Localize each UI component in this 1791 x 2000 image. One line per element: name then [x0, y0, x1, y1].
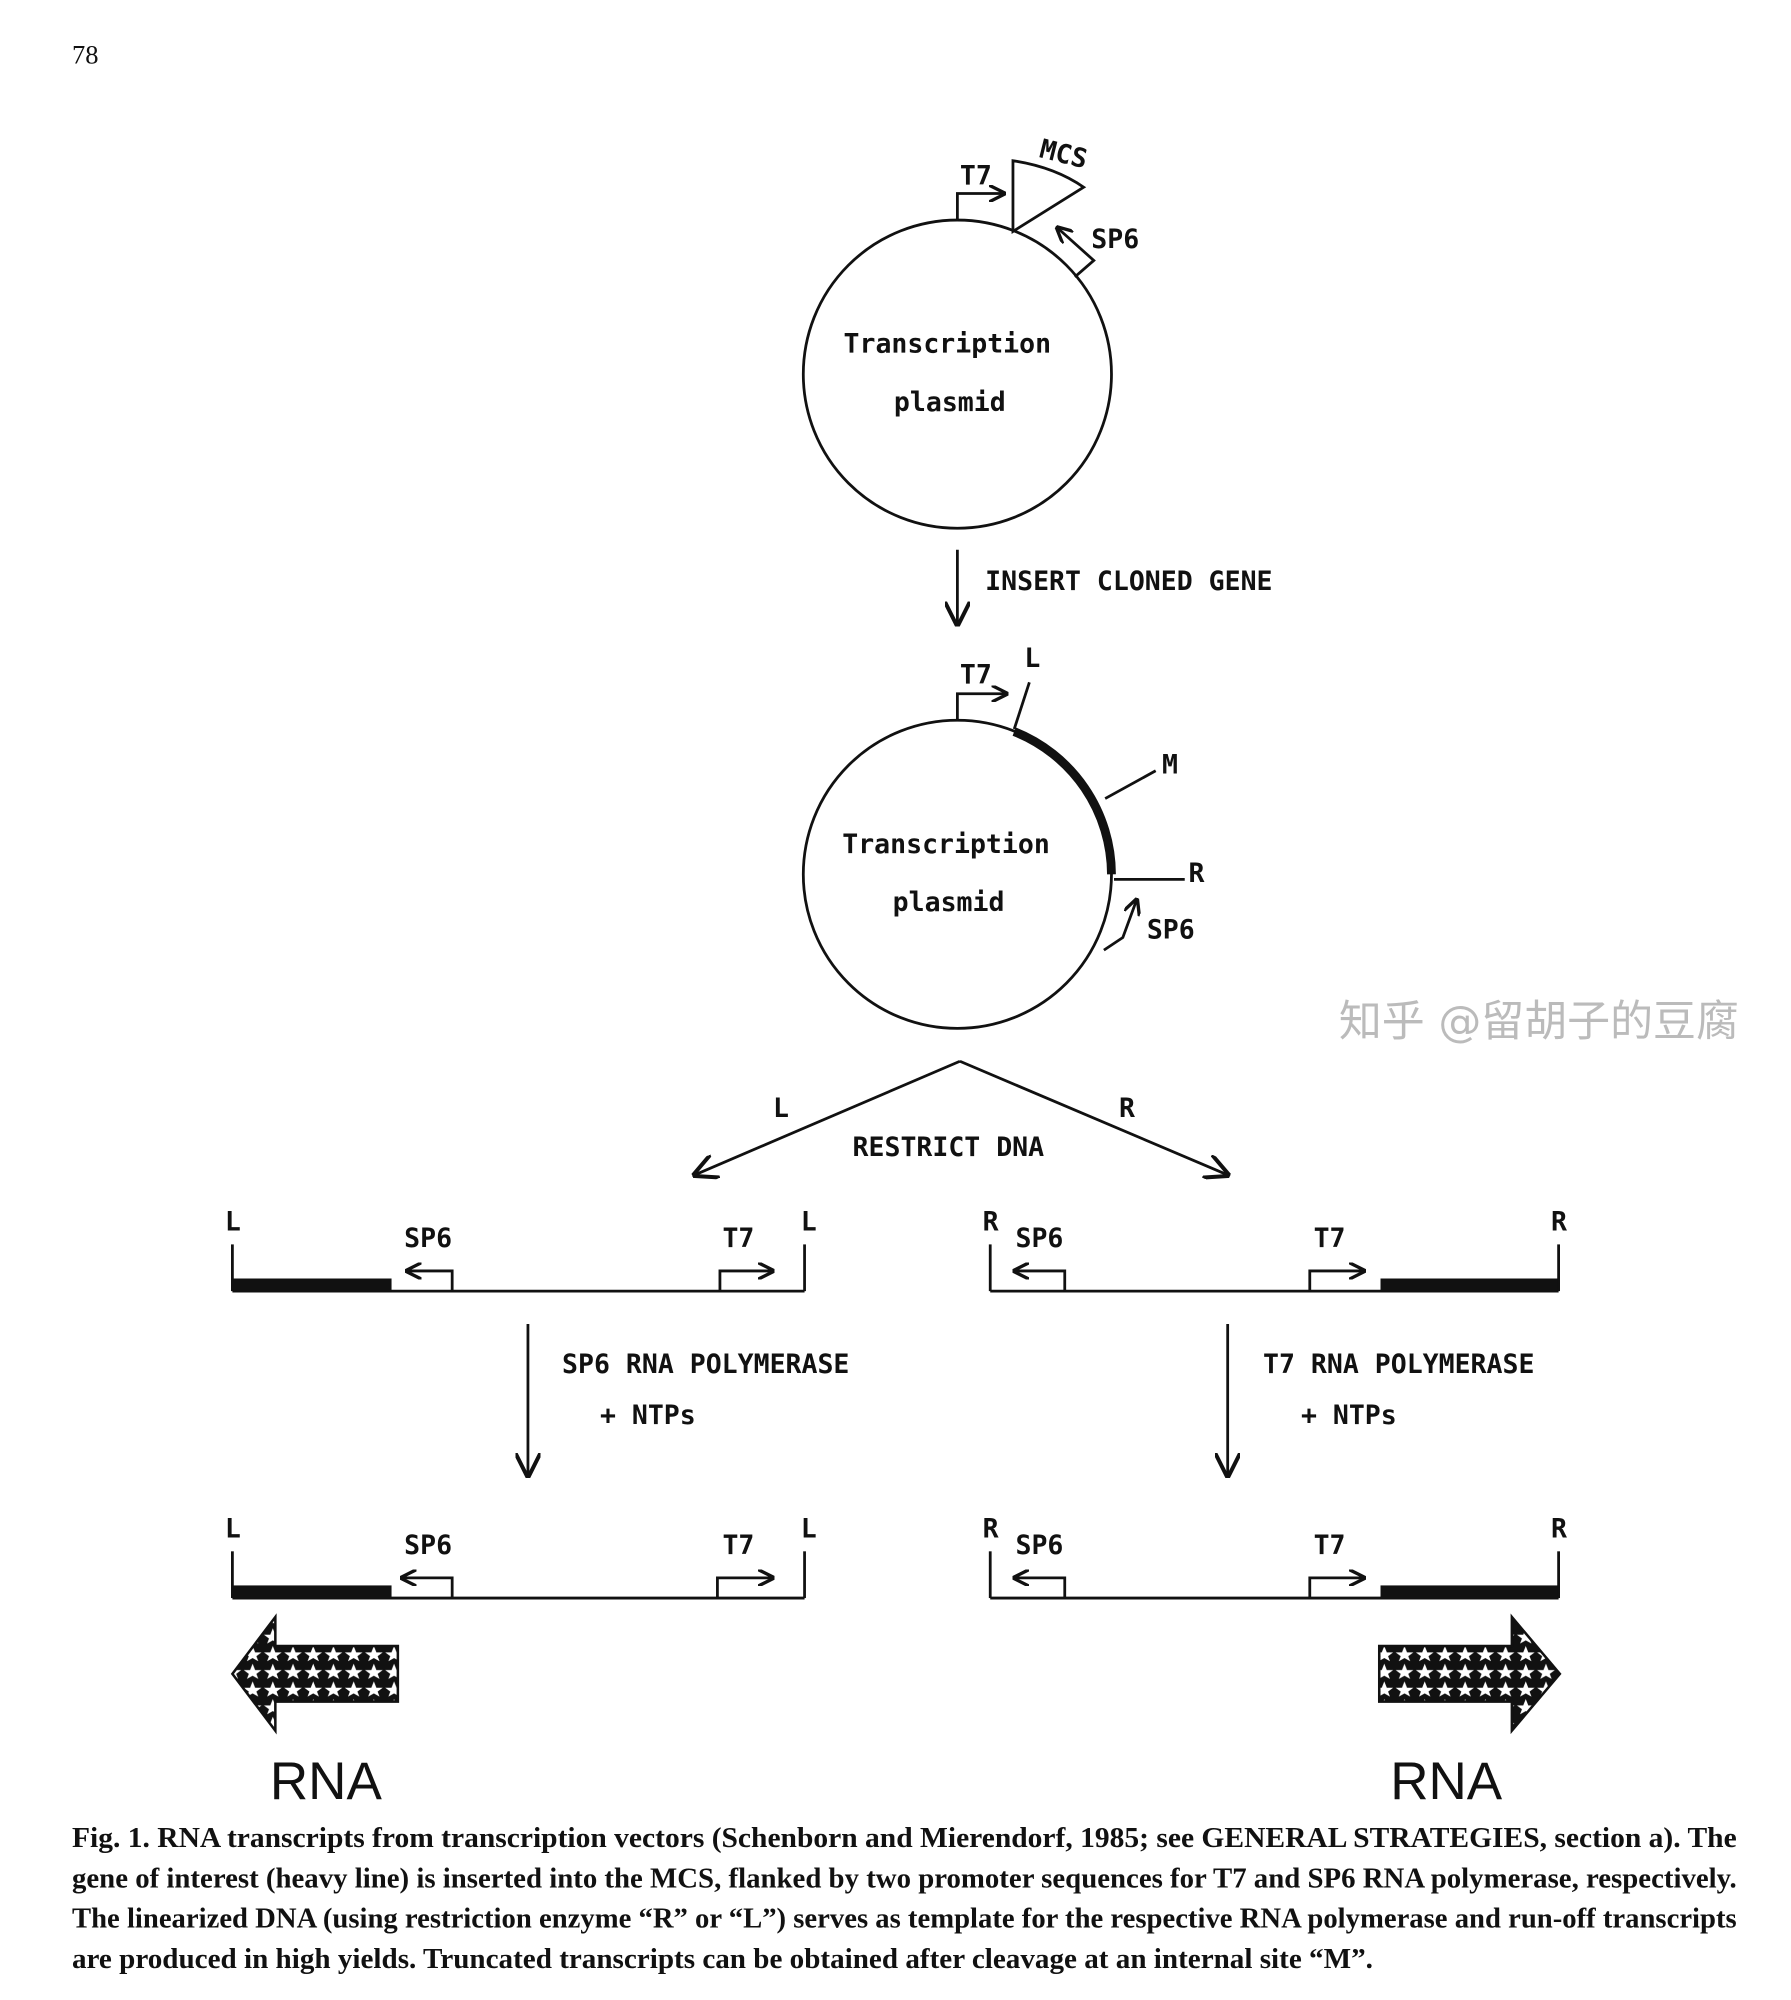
- t7-label: T7: [960, 660, 992, 691]
- sp6-label: SP6: [404, 1223, 452, 1254]
- site-l-label: L: [1024, 643, 1040, 674]
- sp6-label: SP6: [1015, 1530, 1063, 1561]
- plasmid-label-line1: Transcription: [844, 329, 1052, 360]
- gene-heavy-line: [232, 1585, 392, 1599]
- page-number: 78: [72, 39, 99, 69]
- cloned-gene-heavy-line: [1012, 727, 1116, 875]
- end-label: R: [1551, 1513, 1567, 1544]
- rna-label: RNA: [1390, 1752, 1503, 1811]
- site-m-tick: [1104, 769, 1157, 800]
- ntps-label: + NTPs: [600, 1400, 696, 1431]
- t7-promoter-arrow-icon: [718, 1271, 773, 1292]
- right-linear-template: R R SP6 T7: [983, 1207, 1567, 1293]
- plasmid-label-line2: plasmid: [893, 887, 1005, 918]
- rna-transcript-arrow-icon: [1377, 1613, 1562, 1735]
- end-label: L: [801, 1513, 817, 1544]
- gene-heavy-line: [232, 1278, 392, 1292]
- caption-line: are produced in high yields. Truncated t…: [72, 1944, 1373, 1975]
- sp6-promoter-arrow-icon: [1057, 228, 1096, 278]
- t7-label: T7: [960, 161, 992, 192]
- sp6-promoter-arrow-icon: [1014, 1271, 1067, 1292]
- restrict-label: RESTRICT DNA: [853, 1132, 1045, 1163]
- t7-promoter-arrow-icon: [1308, 1271, 1364, 1292]
- insert-gene-label: INSERT CLONED GENE: [985, 566, 1272, 597]
- site-l-tick: [1012, 681, 1031, 730]
- plasmid-1: T7 MCS SP6 Transcription plasmid: [801, 134, 1139, 530]
- restrict-right-label: R: [1119, 1093, 1135, 1124]
- watermark: 知乎 @留胡子的豆腐: [1339, 997, 1739, 1047]
- rna-transcript-arrow-icon: [230, 1613, 400, 1735]
- restrict-left-label: L: [773, 1093, 789, 1124]
- left-linear-product: L L SP6 T7 RNA: [225, 1513, 817, 1810]
- plasmid-2: T7 L M R SP6 Transcription plasmid: [801, 643, 1205, 1030]
- ntps-label: + NTPs: [1301, 1400, 1397, 1431]
- t7-label: T7: [1314, 1223, 1346, 1254]
- sp6-promoter-arrow-icon: [402, 1578, 454, 1599]
- sp6-polymerase-label: SP6 RNA POLYMERASE: [562, 1349, 849, 1380]
- gene-heavy-line: [1380, 1278, 1559, 1292]
- sp6-label: SP6: [1147, 915, 1195, 946]
- plasmid-label-line1: Transcription: [842, 829, 1050, 860]
- end-label: R: [983, 1513, 999, 1544]
- restrict-right-arrow-icon: [959, 1059, 1228, 1175]
- sp6-promoter-arrow-icon: [407, 1271, 454, 1292]
- sp6-label: SP6: [1015, 1223, 1063, 1254]
- end-label: L: [225, 1207, 241, 1238]
- end-label: R: [983, 1207, 999, 1238]
- right-linear-product: R R SP6 T7 RNA: [983, 1513, 1567, 1810]
- t7-label: T7: [722, 1530, 754, 1561]
- t7-promoter-arrow-icon: [716, 1578, 773, 1599]
- site-r-label: R: [1189, 858, 1205, 889]
- sp6-label: SP6: [404, 1530, 452, 1561]
- sp6-label: SP6: [1091, 224, 1139, 255]
- gene-heavy-line: [1380, 1585, 1559, 1599]
- t7-label: T7: [722, 1223, 754, 1254]
- restrict-left-arrow-icon: [695, 1059, 961, 1175]
- caption-line: gene of interest (heavy line) is inserte…: [72, 1863, 1737, 1894]
- end-label: R: [1551, 1207, 1567, 1238]
- figure-caption: Fig. 1. RNA transcripts from transcripti…: [72, 1823, 1737, 1975]
- plasmid-label-line2: plasmid: [894, 387, 1006, 418]
- t7-polymerase-label: T7 RNA POLYMERASE: [1263, 1349, 1534, 1380]
- caption-line: The linearized DNA (using restriction en…: [72, 1904, 1737, 1935]
- t7-promoter-arrow-icon: [1308, 1578, 1364, 1599]
- mcs-triangle: [1011, 159, 1087, 234]
- sp6-promoter-arrow-icon: [1014, 1578, 1067, 1599]
- end-label: L: [225, 1513, 241, 1544]
- left-linear-template: L L SP6 T7: [225, 1207, 817, 1293]
- t7-promoter-arrow-icon: [955, 694, 1006, 722]
- t7-promoter-arrow-icon: [955, 194, 1004, 222]
- sp6-promoter-arrow-icon: [1103, 900, 1137, 952]
- plasmid-circle: [801, 218, 1113, 530]
- site-m-label: M: [1162, 749, 1178, 780]
- end-label: L: [801, 1207, 817, 1238]
- t7-label: T7: [1314, 1530, 1346, 1561]
- rna-label: RNA: [270, 1752, 383, 1811]
- caption-line: Fig. 1. RNA transcripts from transcripti…: [72, 1823, 1737, 1854]
